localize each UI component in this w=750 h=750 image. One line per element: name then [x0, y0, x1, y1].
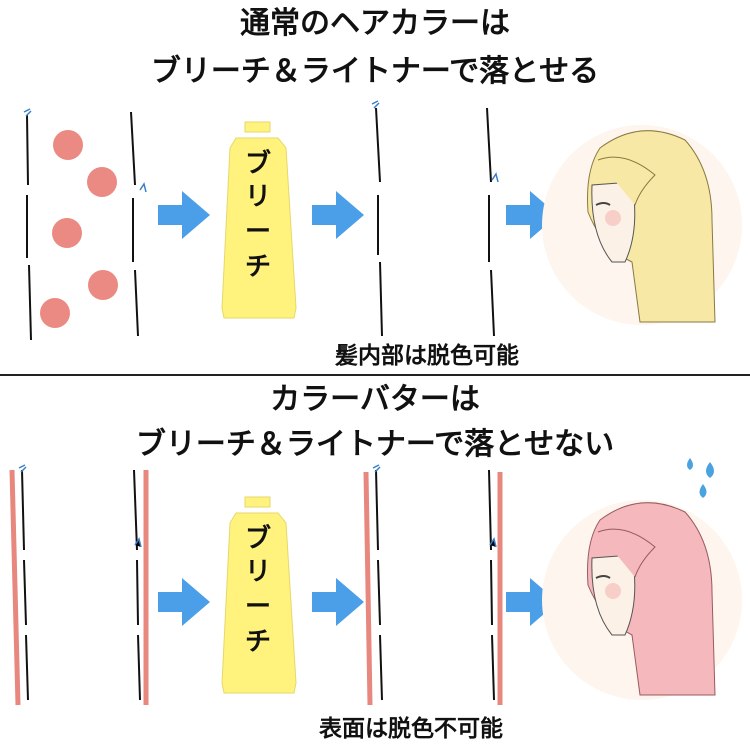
bottom-diagram: ブ リ ー チ — [9, 458, 742, 706]
top-dye-dots — [40, 130, 118, 328]
dye-dot — [52, 218, 82, 248]
bottom-coated-strands-before — [9, 464, 149, 706]
top-hair-strands-after — [371, 100, 499, 337]
sweat-drops-icon — [687, 458, 714, 498]
top-bleach-tube: ブ リ ー チ — [221, 121, 297, 319]
tube-label-char: チ — [245, 252, 271, 282]
section-divider — [0, 374, 750, 376]
blonde-girl-illustration — [542, 125, 742, 325]
bottom-coated-strands-after — [363, 464, 503, 706]
arrow-2 — [312, 191, 364, 239]
arrow-6 — [506, 578, 558, 626]
bottom-bleach-tube: ブ リ ー チ — [221, 496, 297, 694]
top-hair-strands-before — [23, 108, 147, 341]
tube-label-char: ブ — [245, 148, 271, 179]
bottom-title-line2: ブリーチ＆ライトナーで落とせない — [135, 427, 615, 462]
pink-girl-illustration — [542, 500, 742, 700]
top-title-line1: 通常のヘアカラーは — [240, 6, 510, 41]
tube-label-char: ー — [245, 592, 271, 622]
arrow-4 — [158, 578, 210, 626]
tube-label-char: ブ — [245, 523, 271, 554]
bottom-title-line1: カラーバターは — [270, 382, 480, 417]
dye-dot — [87, 167, 117, 197]
arrow-3 — [506, 191, 558, 239]
tube-label-char: ー — [245, 217, 271, 247]
dye-dot — [88, 270, 118, 300]
arrow-1 — [158, 191, 210, 239]
top-diagram: ブ リ ー チ — [23, 100, 742, 341]
top-title-line2: ブリーチ＆ライトナーで落とせる — [150, 54, 600, 89]
tube-label-char: リ — [245, 557, 271, 587]
bottom-caption: 表面は脱色不可能 — [319, 716, 503, 742]
dye-dot — [53, 130, 83, 160]
arrow-5 — [312, 578, 364, 626]
top-caption: 髪内部は脱色可能 — [335, 343, 519, 369]
dye-dot — [40, 298, 70, 328]
tube-label-char: チ — [245, 627, 271, 657]
tube-label-char: リ — [245, 182, 271, 212]
